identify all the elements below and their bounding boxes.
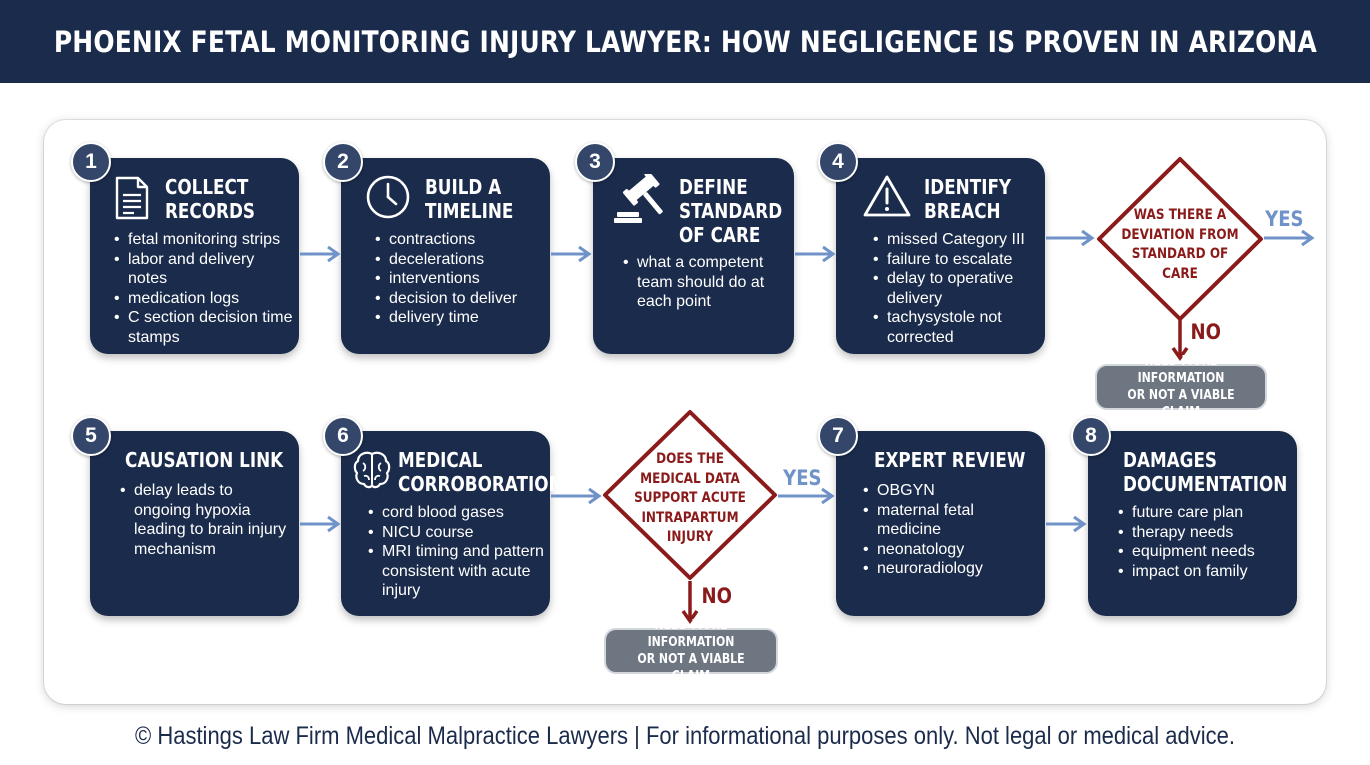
- list-item: neonatology: [863, 540, 1041, 560]
- list-item: C section decision time stamps: [114, 308, 294, 347]
- list-item: delay to operative delivery: [873, 269, 1041, 308]
- list-item: contractions: [375, 230, 545, 250]
- arrow-4-to-decision-1: [1046, 229, 1095, 247]
- list-item: neuroradiology: [863, 559, 1041, 579]
- list-item: tachysystole not corrected: [873, 308, 1041, 347]
- page-title: PHOENIX FETAL MONITORING INJURY LAWYER: …: [53, 24, 1317, 59]
- step-8-badge: 8: [1071, 416, 1111, 456]
- gavel-icon: [614, 174, 663, 223]
- step-1-badge: 1: [71, 142, 111, 182]
- list-item: delay leads to ongoing hypoxia leading t…: [120, 481, 290, 559]
- step-7-title: EXPERT REVIEW: [874, 448, 1026, 472]
- step-2-badge: 2: [323, 142, 363, 182]
- warning-icon: [863, 175, 911, 217]
- list-item: therapy needs: [1118, 523, 1293, 543]
- list-item: future care plan: [1118, 503, 1293, 523]
- step-3-badge: 3: [575, 142, 615, 182]
- list-item: impact on family: [1118, 562, 1293, 582]
- brain-icon: [353, 451, 391, 489]
- step-8-list: future care plan therapy needs equipment…: [1118, 503, 1293, 581]
- step-5-title: CAUSATION LINK: [125, 448, 284, 472]
- decision-2-diamond: [603, 410, 777, 580]
- step-7-box: EXPERT REVIEW OBGYN maternal fetal medic…: [836, 431, 1045, 616]
- decision-2-yes-label: YES: [783, 466, 822, 490]
- decision-2-no-arrow: [681, 581, 699, 625]
- footer-disclaimer: © Hastings Law Firm Medical Malpractice …: [135, 722, 1235, 750]
- list-item: failure to escalate: [873, 250, 1041, 270]
- list-item: missed Category III: [873, 230, 1041, 250]
- step-1-list: fetal monitoring strips labor and delive…: [114, 230, 294, 347]
- decision-2-no-label: NO: [701, 584, 732, 608]
- step-6-badge: 6: [323, 416, 363, 456]
- list-item: maternal fetal medicine: [863, 501, 1041, 540]
- decision-1-yes-label: YES: [1265, 207, 1304, 231]
- arrow-2-to-3: [551, 245, 592, 263]
- arrow-5-to-6: [300, 515, 341, 533]
- list-item: decision to deliver: [375, 289, 545, 309]
- decision-2-yes-arrow: [778, 487, 835, 505]
- list-item: fetal monitoring strips: [114, 230, 294, 250]
- list-item: medication logs: [114, 289, 294, 309]
- document-icon: [115, 176, 149, 220]
- step-4-list: missed Category III failure to escalate …: [873, 230, 1041, 347]
- list-item: decelerations: [375, 250, 545, 270]
- arrow-3-to-4: [795, 245, 836, 263]
- step-2-list: contractions decelerations interventions…: [375, 230, 545, 328]
- header-bar: PHOENIX FETAL MONITORING INJURY LAWYER: …: [0, 0, 1370, 83]
- step-5-badge: 5: [71, 416, 111, 456]
- step-7-list: OBGYN maternal fetal medicine neonatolog…: [863, 481, 1041, 579]
- step-4-badge: 4: [818, 142, 858, 182]
- clock-icon: [366, 175, 410, 219]
- arrow-1-to-2: [300, 245, 341, 263]
- decision-1-no-label: NO: [1190, 320, 1221, 344]
- arrow-7-to-8: [1046, 515, 1087, 533]
- step-5-box: CAUSATION LINK delay leads to ongoing hy…: [90, 431, 299, 616]
- list-item: equipment needs: [1118, 542, 1293, 562]
- step-3-list: what a competent team should do at each …: [623, 253, 783, 312]
- list-item: delivery time: [375, 308, 545, 328]
- decision-1-no-arrow: [1171, 320, 1189, 362]
- list-item: labor and delivery notes: [114, 250, 294, 289]
- list-item: OBGYN: [863, 481, 1041, 501]
- list-item: NICU course: [368, 523, 546, 543]
- list-item: MRI timing and pattern consistent with a…: [368, 542, 546, 601]
- step-7-badge: 7: [818, 416, 858, 456]
- step-6-list: cord blood gases NICU course MRI timing …: [368, 503, 546, 601]
- decision-1-diamond: [1097, 157, 1263, 321]
- decision-1-yes-arrow: [1264, 229, 1315, 247]
- step-5-list: delay leads to ongoing hypoxia leading t…: [120, 481, 290, 559]
- list-item: interventions: [375, 269, 545, 289]
- list-item: what a competent team should do at each …: [623, 253, 783, 312]
- arrow-6-to-decision-2: [551, 487, 602, 505]
- list-item: cord blood gases: [368, 503, 546, 523]
